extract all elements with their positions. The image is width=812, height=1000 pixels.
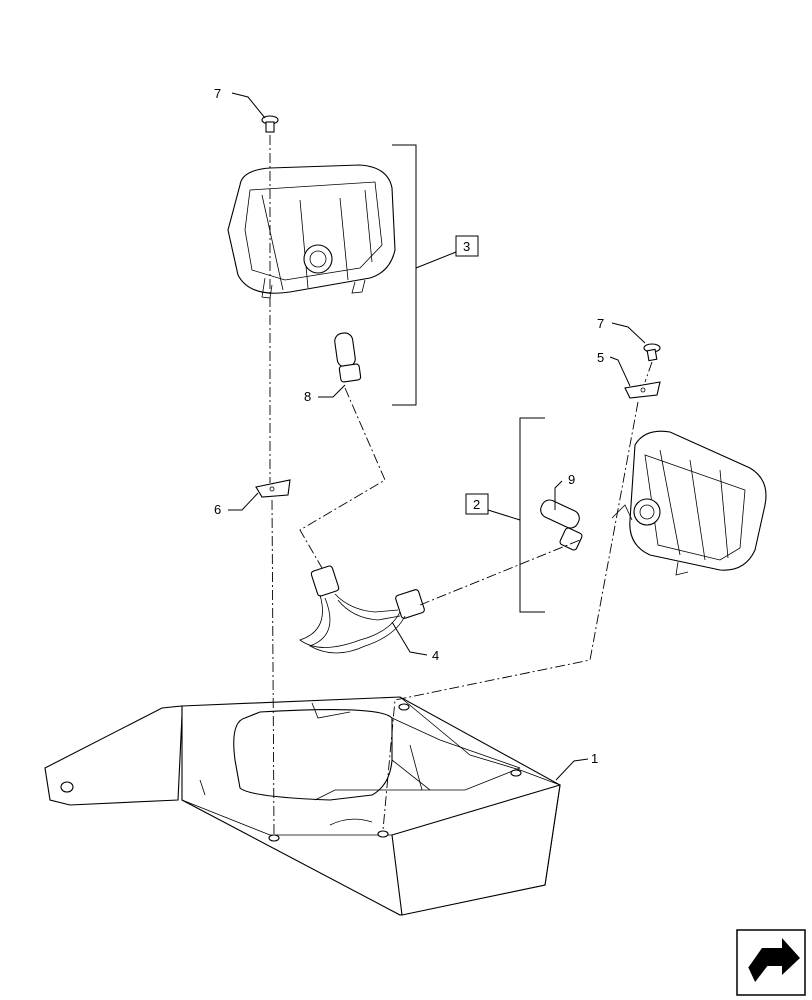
callout-4: 4 [432, 648, 439, 663]
callout-8: 8 [304, 389, 311, 404]
callout-7-lower: 7 [597, 316, 604, 331]
bulb-lower[interactable] [538, 497, 583, 551]
leader-lines [228, 92, 646, 781]
callout-6: 6 [214, 502, 221, 517]
bulb-upper[interactable] [334, 332, 362, 383]
clip-lower[interactable] [624, 381, 661, 399]
wiring-harness[interactable] [299, 565, 425, 654]
screw-lower[interactable] [643, 343, 661, 362]
clip-upper[interactable] [255, 479, 291, 498]
callout-2-box: 2 [465, 493, 489, 515]
assembly-lines [269, 135, 653, 835]
screw-upper[interactable] [261, 115, 279, 133]
callout-5: 5 [597, 350, 604, 365]
callout-3-box: 3 [455, 235, 479, 257]
next-page-arrow-icon[interactable] [736, 929, 806, 996]
callout-1: 1 [591, 751, 598, 766]
lamp-assembly-lower[interactable] [611, 430, 767, 576]
assembly-bracket-2 [487, 417, 545, 613]
assembly-bracket-3 [392, 144, 457, 406]
callout-3: 3 [463, 239, 470, 254]
lamp-assembly-upper[interactable] [227, 164, 396, 299]
callout-7-upper: 7 [214, 86, 221, 101]
callout-9: 9 [568, 472, 575, 487]
bracket-housing[interactable] [44, 696, 561, 916]
callout-2: 2 [473, 497, 480, 512]
